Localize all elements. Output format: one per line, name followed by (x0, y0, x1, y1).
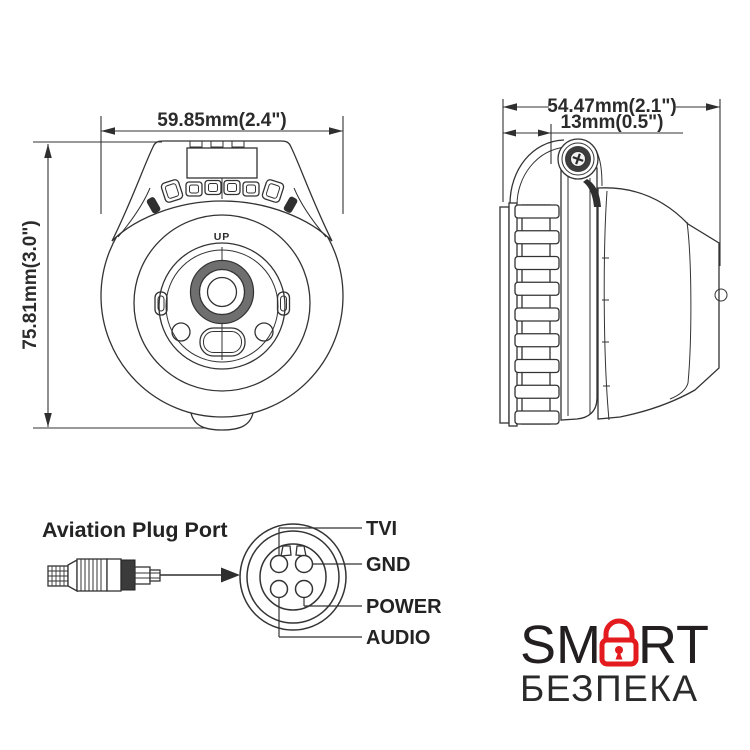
logo-subtitle: БЕЗПЕКА (520, 668, 699, 709)
pin-power (294, 579, 314, 599)
lens (189, 259, 255, 325)
key-notch (280, 545, 292, 557)
cable-gland-bump (190, 412, 254, 431)
bracket-vent-slots (146, 179, 298, 214)
rear-detail-circle (714, 288, 728, 302)
side-view-drawing: 54.47mm(2.1") 13mm(0.5") (499, 96, 728, 427)
knurled-ring (120, 559, 136, 591)
front-view-drawing: UP 59.85mm(2.4") (20, 110, 344, 431)
pin-gnd (294, 554, 314, 574)
pin-tvi (269, 554, 289, 574)
hinge-wedge (583, 179, 601, 207)
pin-label-gnd: GND (366, 554, 410, 576)
face-side-slot-left (154, 291, 168, 316)
plug-connector-drawing (47, 558, 161, 593)
key-notch (295, 545, 307, 557)
side-offset-dim-label: 13mm(0.5") (561, 112, 664, 133)
face-side-slot-right (276, 291, 291, 316)
side-offset-dimension: 13mm(0.5") (503, 112, 683, 164)
front-height-dimension: 75.81mm(3.0") (20, 141, 206, 429)
brand-logo: SM RT БЕЗПЕКА (520, 615, 709, 709)
side-depth-dim-label: 54.47mm(2.1") (547, 96, 676, 117)
threaded-barrel (514, 204, 560, 425)
front-flange (499, 206, 510, 424)
side-depth-dimension: 54.47mm(2.1") (502, 96, 721, 266)
bracket-arc-outer (509, 139, 565, 205)
aviation-plug-section: Aviation Plug Port (42, 518, 442, 649)
logo-word-start: SM (520, 615, 601, 675)
bracket-arm (560, 167, 598, 421)
padlock-icon (599, 618, 639, 667)
port-face-drawing (239, 523, 362, 638)
ir-sensor-oval (199, 327, 246, 357)
pin-label-power: POWER (366, 596, 442, 618)
front-width-dimension: 59.85mm(2.4") (100, 110, 344, 214)
arrow-icon (160, 567, 240, 583)
bracket-notch (189, 140, 203, 148)
ir-led-right (254, 322, 274, 342)
logo-word-end: RT (638, 615, 709, 675)
mount-bracket (111, 140, 333, 242)
hinge-screw (557, 138, 599, 180)
bracket-notch (210, 140, 224, 148)
front-height-dim-label: 75.81mm(3.0") (20, 220, 41, 349)
bracket-notch (231, 140, 245, 148)
pin-label-audio: AUDIO (366, 627, 430, 649)
up-orientation-label: UP (214, 231, 231, 243)
pin-label-tvi: TVI (366, 518, 397, 540)
pin-audio (269, 579, 289, 599)
plug-section-title: Aviation Plug Port (42, 518, 228, 542)
pin-leader-lines (278, 527, 362, 638)
ir-led-left (171, 322, 191, 342)
side-body (597, 187, 728, 421)
front-width-dim-label: 59.85mm(2.4") (157, 110, 286, 131)
